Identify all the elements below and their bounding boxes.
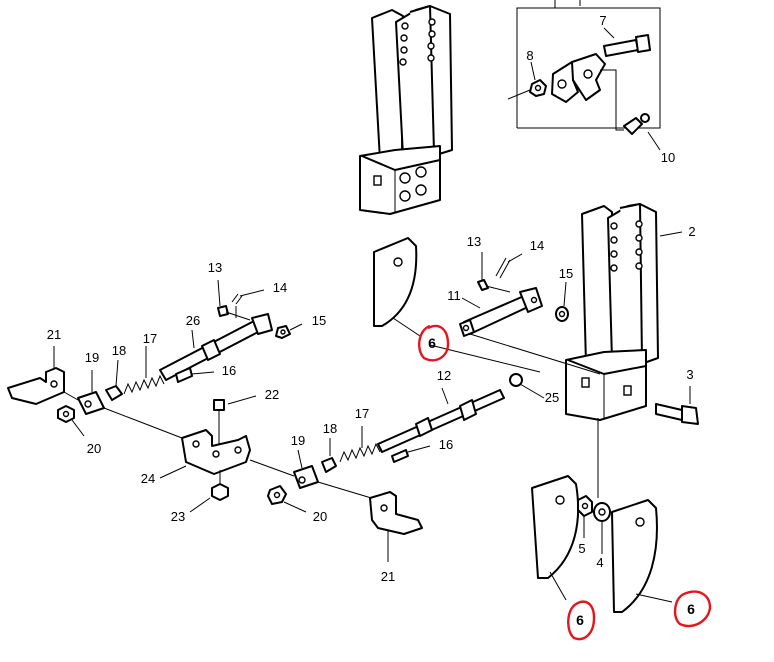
nut-15-left <box>275 323 303 339</box>
spring-17-left <box>123 346 165 395</box>
callout-5: 5 <box>578 541 585 556</box>
clevis-19-right <box>293 449 379 501</box>
callout-14-right: 14 <box>530 238 544 253</box>
callout-6-lower-left: 6 <box>576 612 584 628</box>
callout-3: 3 <box>686 367 693 382</box>
washer-4 <box>593 502 611 554</box>
red-circle-lower-left <box>567 600 596 641</box>
callout-15-left: 15 <box>312 313 326 328</box>
callout-10: 10 <box>661 150 675 165</box>
pin-16-right <box>391 445 431 463</box>
callout-4: 4 <box>596 555 603 570</box>
spring-17-right <box>339 426 381 463</box>
callout-2: 2 <box>688 224 695 239</box>
callout-18-right: 18 <box>323 421 337 436</box>
callout-20-left: 20 <box>87 441 101 456</box>
clevis-19-left <box>77 370 183 439</box>
callout-15-right: 15 <box>559 266 573 281</box>
callout-21-right: 21 <box>381 569 395 584</box>
rod-12 <box>377 373 545 453</box>
callout-6-upper: 6 <box>428 335 436 351</box>
shield-plate-upper <box>373 237 421 337</box>
bolt-22 <box>213 395 257 444</box>
nut-18-right <box>321 438 337 473</box>
inset-detail <box>507 0 661 151</box>
highlighted-callouts: 6 6 6 <box>418 324 712 641</box>
callout-21-left: 21 <box>47 327 61 342</box>
callout-11: 11 <box>447 288 461 303</box>
bracket-21-right <box>369 491 423 562</box>
nut-5 <box>577 495 593 538</box>
pin-16-left <box>175 367 215 383</box>
tower-2 <box>565 203 699 498</box>
rod-26 <box>159 306 273 381</box>
bolt-7 <box>603 39 639 57</box>
callout-18-left: 18 <box>112 343 126 358</box>
callout-7: 7 <box>599 13 606 28</box>
shield-plate-lower-right <box>611 499 673 613</box>
pin-14-right <box>495 253 523 279</box>
nut-20-right <box>267 485 307 513</box>
callout-16-right: 16 <box>439 437 453 452</box>
callout-6-lower-right: 6 <box>687 601 695 617</box>
callout-12: 12 <box>437 368 451 383</box>
callouts: 2 3 4 5 7 8 10 11 12 13 13 14 14 15 15 1… <box>47 13 696 584</box>
bolt-13-right <box>477 252 511 293</box>
bracket-24 <box>159 429 295 479</box>
callout-8: 8 <box>526 48 533 63</box>
callout-14-left: 14 <box>273 280 287 295</box>
bracket-21-left <box>7 346 79 405</box>
washer-15-right <box>555 281 569 322</box>
callout-13-right: 13 <box>467 234 481 249</box>
bolt-3 <box>655 403 683 421</box>
callout-23: 23 <box>171 509 185 524</box>
nut-20-left <box>57 405 85 437</box>
nut-23 <box>189 470 229 513</box>
callout-19-left: 19 <box>85 350 99 365</box>
callout-17-left: 17 <box>143 331 157 346</box>
callout-24: 24 <box>141 471 155 486</box>
callout-16-left: 16 <box>222 363 236 378</box>
red-circle-lower-right <box>673 590 712 628</box>
callout-17-right: 17 <box>355 406 369 421</box>
callout-20-right: 20 <box>313 509 327 524</box>
shield-plate-lower-left <box>531 475 580 601</box>
callout-22: 22 <box>265 387 279 402</box>
callout-25: 25 <box>545 390 559 405</box>
callout-19-right: 19 <box>291 433 305 448</box>
pin-14-left <box>231 289 265 305</box>
callout-13-left: 13 <box>208 260 222 275</box>
callout-26: 26 <box>186 313 200 328</box>
bolt-13-left <box>217 279 251 321</box>
nut-18-left <box>105 359 123 401</box>
grease-fitting-10 <box>623 117 643 135</box>
upper-tower <box>359 5 453 215</box>
red-circle-upper <box>418 324 450 362</box>
